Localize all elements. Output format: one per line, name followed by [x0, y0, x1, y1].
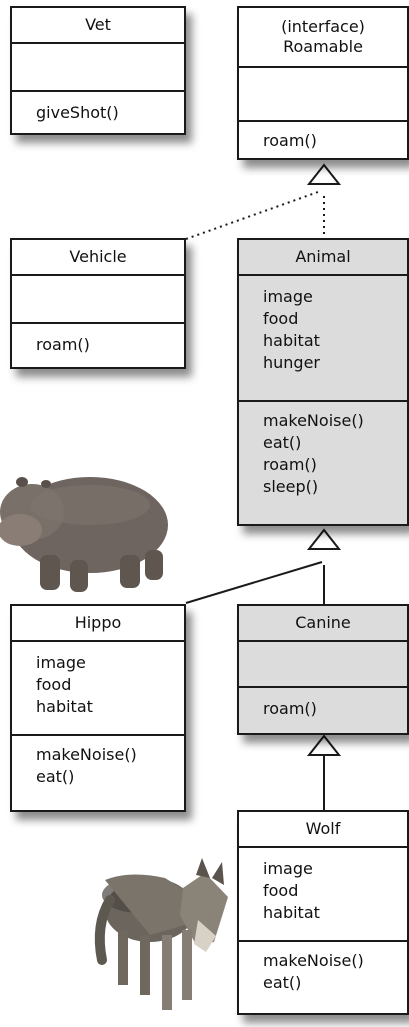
wolf-image — [100, 858, 228, 1010]
class-methods: roam() — [239, 122, 407, 156]
animal-arrowhead-icon — [309, 530, 339, 549]
vehicle-implements-roamable-line — [186, 192, 318, 239]
class-box-vet: Vet giveShot() — [10, 6, 186, 135]
class-title: (interface) Roamable — [239, 8, 407, 68]
class-fields — [239, 642, 407, 688]
method-item: roam() — [263, 454, 407, 476]
method-item: makeNoise() — [263, 410, 407, 432]
field-item: image — [263, 286, 407, 308]
field-item: food — [263, 308, 407, 330]
method-item: giveShot() — [36, 102, 184, 124]
field-item: habitat — [263, 902, 407, 924]
canine-arrowhead-icon — [309, 736, 339, 755]
method-item: eat() — [263, 432, 407, 454]
field-item: image — [263, 858, 407, 880]
class-name: Hippo — [12, 613, 184, 633]
method-item: makeNoise() — [36, 744, 184, 766]
field-item: food — [263, 880, 407, 902]
class-fields: image food habitat — [12, 642, 184, 736]
class-title: Canine — [239, 606, 407, 642]
class-fields — [239, 68, 407, 122]
class-title: Wolf — [239, 812, 407, 848]
method-item: roam() — [263, 130, 407, 152]
class-methods: giveShot() — [12, 92, 184, 128]
method-item: sleep() — [263, 476, 407, 498]
hippo-image — [0, 477, 168, 592]
method-item: roam() — [36, 334, 184, 356]
class-methods: makeNoise() eat() — [12, 736, 184, 792]
class-methods: roam() — [12, 324, 184, 360]
class-fields — [12, 276, 184, 324]
class-name: Canine — [239, 613, 407, 633]
class-name: Vehicle — [12, 247, 184, 267]
method-item: eat() — [263, 972, 407, 994]
class-title: Vehicle — [12, 240, 184, 276]
field-item: image — [36, 652, 184, 674]
class-name: Wolf — [239, 819, 407, 839]
method-item: roam() — [263, 698, 407, 720]
class-title: Vet — [12, 8, 184, 44]
class-box-vehicle: Vehicle roam() — [10, 238, 186, 369]
field-item: food — [36, 674, 184, 696]
class-name: Roamable — [239, 37, 407, 57]
field-item: habitat — [263, 330, 407, 352]
class-methods: makeNoise() eat() — [239, 942, 407, 998]
class-name: Vet — [12, 15, 184, 35]
stereotype-label: (interface) — [239, 17, 407, 37]
method-item: eat() — [36, 766, 184, 788]
hippo-extends-animal-line — [186, 562, 322, 603]
interface-box-roamable: (interface) Roamable roam() — [237, 6, 409, 160]
class-fields: image food habitat hunger — [239, 276, 407, 402]
class-name: Animal — [239, 247, 407, 267]
method-item: makeNoise() — [263, 950, 407, 972]
class-title: Hippo — [12, 606, 184, 642]
class-box-wolf: Wolf image food habitat makeNoise() eat(… — [237, 810, 409, 1015]
class-box-hippo: Hippo image food habitat makeNoise() eat… — [10, 604, 186, 812]
class-title: Animal — [239, 240, 407, 276]
class-fields: image food habitat — [239, 848, 407, 942]
field-item: hunger — [263, 352, 407, 374]
class-box-canine: Canine roam() — [237, 604, 409, 735]
roamable-arrowhead-icon — [309, 165, 339, 184]
field-item: habitat — [36, 696, 184, 718]
class-methods: roam() — [239, 688, 407, 724]
class-fields — [12, 44, 184, 92]
class-box-animal: Animal image food habitat hunger makeNoi… — [237, 238, 409, 526]
class-methods: makeNoise() eat() roam() sleep() — [239, 402, 407, 502]
